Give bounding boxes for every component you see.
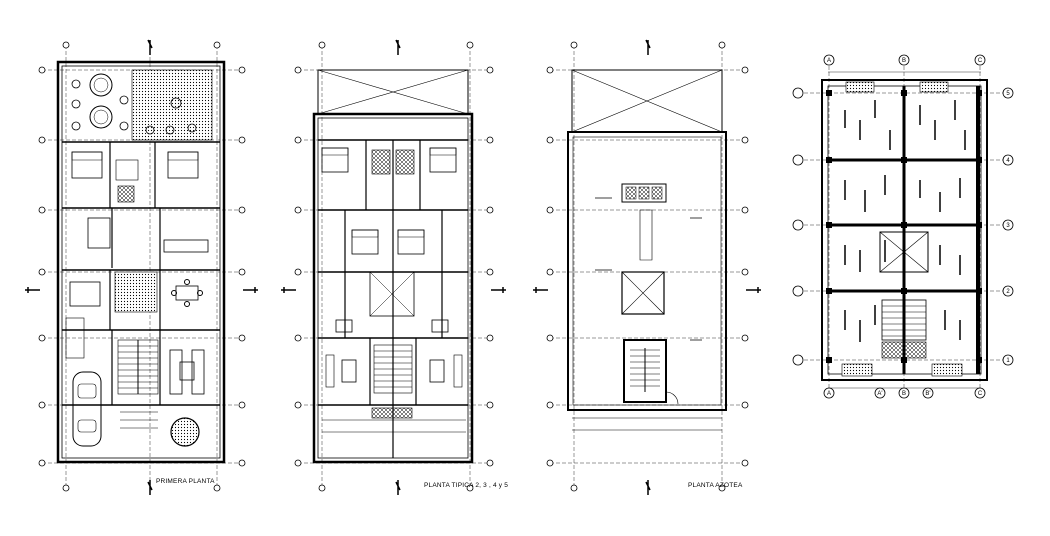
grid-bubble [792,219,804,231]
grid-bubble [792,87,804,99]
columns [826,90,982,363]
grid-bubble [898,54,910,66]
grid-label-bottom-b-prime: B' [925,391,930,397]
grid-bubbles [546,41,749,492]
grid-bubbles [38,41,246,492]
plan-estructural [798,60,1008,393]
grid-bubble [792,354,804,366]
grid-label-right-4: 4 [1006,158,1010,164]
grid-label-right-1: 1 [1006,358,1010,364]
grid-label-right-2: 2 [1006,289,1010,295]
grid-label-bottom-a: A [827,391,831,397]
grid-bubbles [294,41,494,492]
plan-tipica [281,39,506,495]
stairs [373,344,413,394]
car [72,371,102,447]
grid-bubble [1002,87,1014,99]
grid-label-top-c: C [978,58,983,64]
grid-bubble [874,387,886,399]
structural-bubbles-right [1002,87,1014,366]
structural-bubbles-bottom [823,387,986,399]
grid-bubble [1002,154,1014,166]
grid-label-right-3: 3 [1006,223,1010,229]
grid-bubble [922,387,934,399]
plan-title-azotea: PLANTA AZOTEA [688,482,743,489]
structural-bubbles-left [792,87,804,366]
structural-bubbles-top [823,54,986,66]
plan-title-tipica: PLANTA TIPICA 2, 3 , 4 y 5 [424,482,509,489]
grid-lines [550,45,745,488]
grid-label-bottom-b: B [902,391,906,397]
grid-bubble [1002,354,1014,366]
stairs [630,348,660,392]
plan-azotea [533,39,761,495]
rebar-marks [844,100,966,342]
grid-bubble [898,387,910,399]
grid-bubble [823,387,835,399]
grid-bubble [974,387,986,399]
stairs [117,339,159,395]
grid-label-bottom-c: C [978,391,983,397]
grid-bubble [792,154,804,166]
grid-bubble [1002,219,1014,231]
grid-bubble [823,54,835,66]
plan-primera-planta [25,39,258,495]
grid-bubble [974,54,986,66]
grid-label-top-b: B [902,58,906,64]
grid-bubble [792,285,804,297]
grid-label-bottom-a-prime: A' [877,391,882,397]
grid-label-top-a: A [827,58,831,64]
grid-bubble [1002,285,1014,297]
structural-grid-labels: A B C 5 4 3 2 1 A A' B B' C [827,58,1010,397]
grid-label-right-5: 5 [1006,91,1010,97]
plan-title-primera: PRIMERA PLANTA [156,478,215,485]
